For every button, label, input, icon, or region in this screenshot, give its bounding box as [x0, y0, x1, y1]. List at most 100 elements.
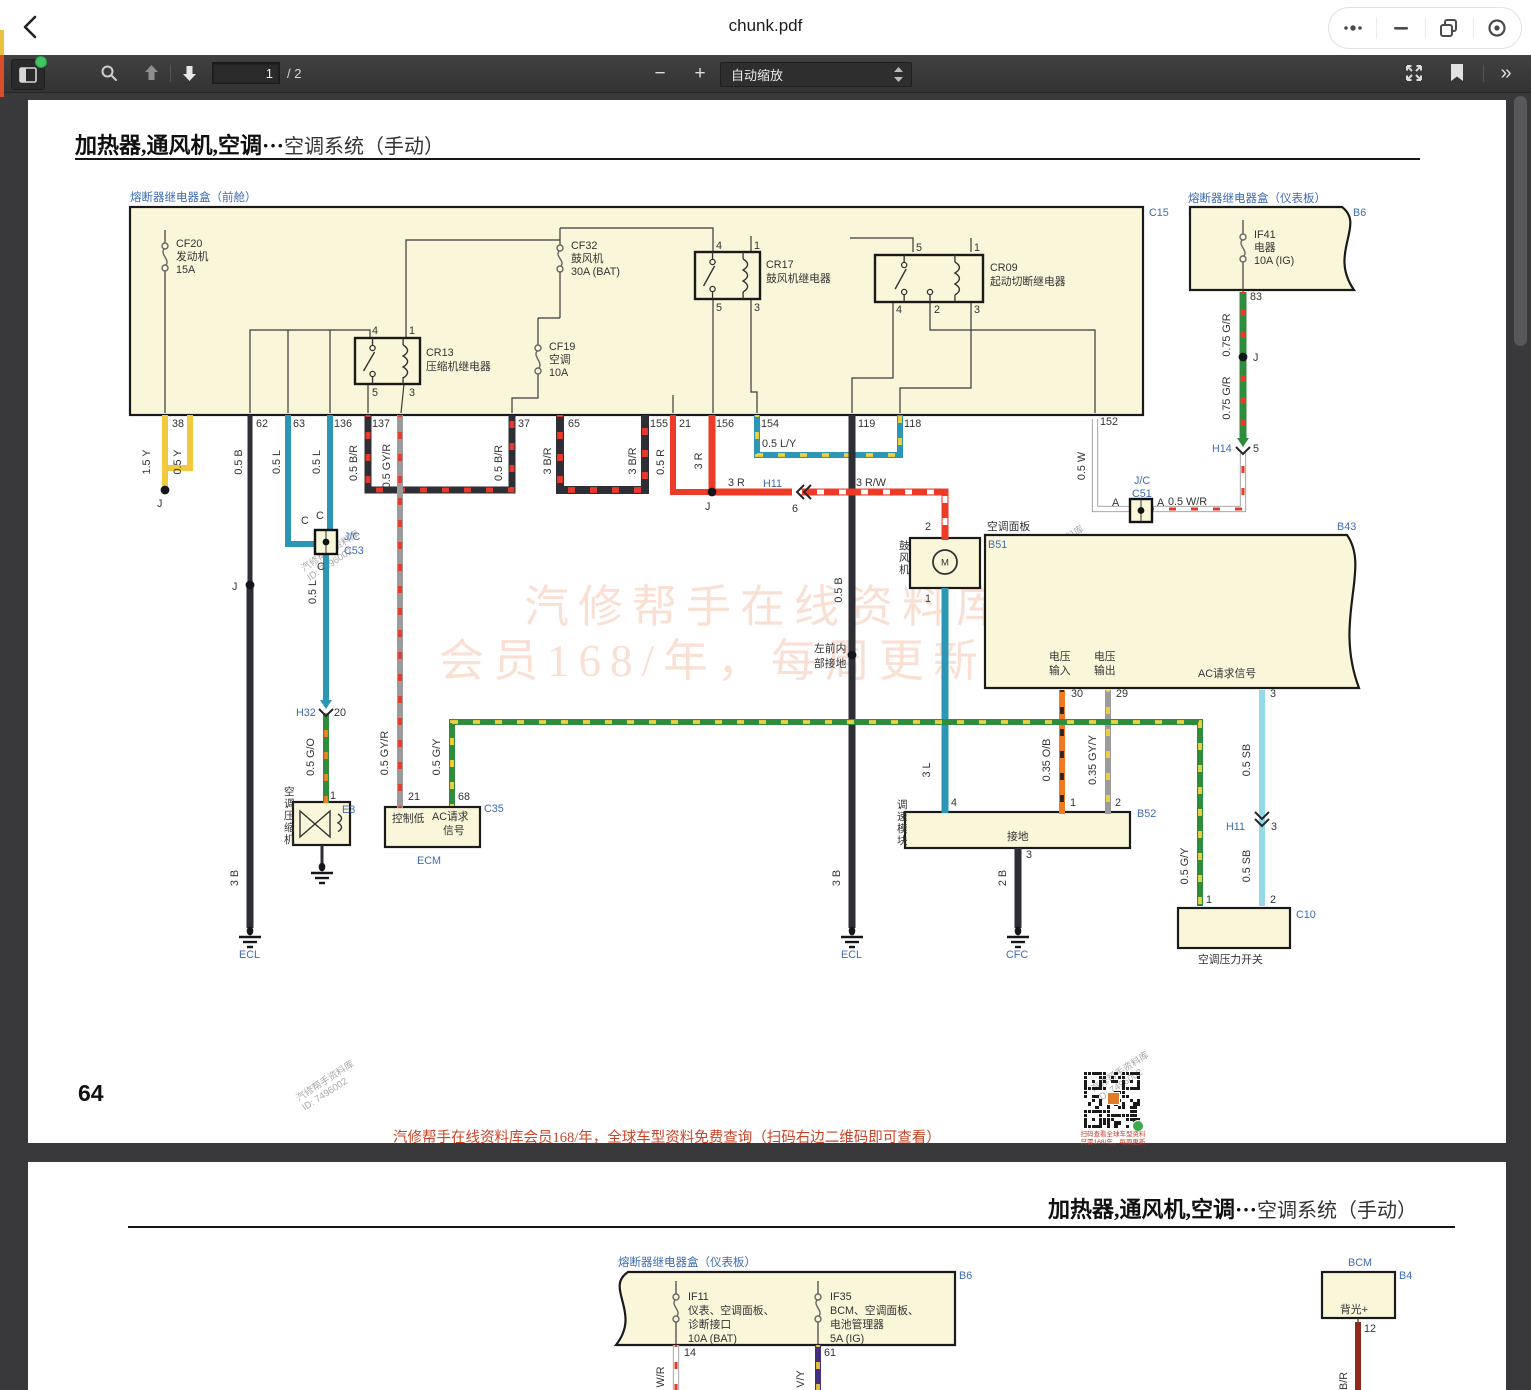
diagram-label: IF41: [1254, 229, 1276, 241]
diagram-label: 0.5 V/Y: [795, 1370, 807, 1390]
qr-module: [1106, 1125, 1110, 1129]
diagram-label: CF32: [571, 240, 597, 252]
pdf-page-1: 加热器,通风机,空调···空调系统（手动） 汽修帮手在线资料库 会员168/年，…: [28, 100, 1506, 1146]
diagram-label: 4: [716, 240, 722, 252]
zoom-mode-label: 自动缩放: [731, 68, 784, 83]
diagram-label: 10A (BAT): [688, 1333, 737, 1345]
diagram-label: 控制低: [392, 811, 425, 825]
wire: [364, 415, 516, 494]
target-icon[interactable]: [1474, 8, 1521, 48]
wire-stripe: [1152, 453, 1245, 511]
diagram-label: 0.5 L: [271, 450, 283, 474]
dash-fusebox-b6: [1188, 205, 1357, 292]
relay-symbol: [953, 261, 961, 296]
diagram-label: 3 R: [693, 452, 705, 469]
diagram-label: 电器: [1254, 241, 1276, 254]
qr-caption: 扫码查看全球车型资料: [1080, 1131, 1146, 1138]
qr-module: [1118, 1113, 1122, 1117]
qr-module: [1099, 1117, 1103, 1121]
wire: [670, 415, 710, 495]
more-tools-icon[interactable]: »: [1500, 61, 1512, 84]
diagram-label: 15A: [176, 264, 196, 276]
minimize-icon[interactable]: [1377, 8, 1424, 48]
relay-symbol: [362, 351, 376, 372]
zoom-out-button[interactable]: −: [654, 62, 666, 84]
relay-symbol: [401, 344, 409, 379]
zoom-mode-select[interactable]: 自动缩放: [720, 62, 912, 87]
qr-module: [1122, 1094, 1126, 1098]
diagram-label: BCM: [1348, 1257, 1372, 1269]
diagram-label: 137: [372, 418, 390, 430]
diagram-label: 1: [974, 242, 980, 254]
connection-line: [899, 302, 972, 413]
search-icon[interactable]: [95, 59, 123, 87]
qr-module: [1091, 1087, 1095, 1091]
sidebar-toggle-button[interactable]: [11, 56, 47, 90]
qr-module: [1137, 1117, 1141, 1121]
page-down-icon[interactable]: [175, 59, 203, 87]
sheet-title-bold: 加热器,通风机,空调···: [75, 133, 285, 158]
diagram-label: 4: [896, 304, 902, 316]
page-number-input[interactable]: [212, 62, 280, 84]
blower-motor-symbol: [932, 549, 958, 575]
front-fusebox: [128, 205, 1145, 417]
qr-caption: 只需168/年，每周更新: [1080, 1139, 1146, 1146]
qr-module: [1091, 1110, 1095, 1114]
qr-module: [1125, 1072, 1129, 1076]
diagram-label: 空调压力开关: [1198, 952, 1263, 966]
back-icon[interactable]: [16, 12, 46, 42]
diagram-label: J: [705, 501, 710, 513]
qr-module: [1122, 1075, 1126, 1079]
qr-module: [1122, 1113, 1126, 1117]
diagram-label: 0.75 G/R: [1221, 313, 1233, 356]
diagram-label: 1.5 Y: [141, 449, 153, 474]
connector-arrow: [320, 700, 332, 709]
diagram-label: 4: [372, 325, 378, 337]
diagram-label: A: [1112, 497, 1120, 509]
diagram-label: 14: [684, 1347, 696, 1359]
junction-dot: [160, 485, 170, 495]
more-icon[interactable]: [1329, 8, 1376, 48]
fuse-symbol: [535, 349, 541, 370]
diagram-label: 1: [925, 593, 931, 605]
ground-symbol: [318, 862, 326, 872]
scrollbar-thumb[interactable]: [1514, 96, 1527, 346]
qr-module: [1103, 1110, 1107, 1114]
diagram-label: 0.35 O/B: [1041, 739, 1053, 782]
diagram-label: 电池管理器: [830, 1317, 884, 1331]
junction-dot: [1238, 352, 1248, 362]
diagram-label: 29: [1116, 688, 1128, 700]
diagram-label: 空调: [549, 352, 571, 366]
diagram-label: IF11: [688, 1291, 709, 1303]
diagram-label: 电压: [1049, 650, 1071, 663]
diagram-label: BCM、空调面板、: [830, 1303, 919, 1317]
qr-module: [1095, 1094, 1099, 1098]
wire-stripe: [755, 415, 902, 457]
diagram-label: 62: [256, 418, 268, 430]
diagram-label: 熔断器继电器盒（前舱）: [130, 190, 257, 204]
zoom-in-button[interactable]: +: [694, 62, 706, 84]
diagram-label: 5: [372, 387, 378, 399]
diagram-label: 左前内: [814, 641, 846, 655]
bookmark-icon[interactable]: [1443, 59, 1471, 87]
diagram-label: 2: [925, 521, 931, 533]
qr-module: [1133, 1102, 1137, 1106]
diagram-label: H11: [1226, 821, 1245, 833]
qr-module: [1118, 1106, 1122, 1110]
diagram-label: J/C: [1134, 475, 1150, 487]
diagram-label: B6: [959, 1270, 972, 1282]
restore-icon[interactable]: [1426, 8, 1473, 48]
diagram-label: 0.5 W: [1076, 451, 1088, 480]
qr-module: [1099, 1075, 1103, 1079]
page-up-icon[interactable]: [137, 59, 165, 87]
page-count-label: / 2: [287, 66, 302, 81]
diagram-label: 136: [334, 418, 352, 430]
presentation-mode-icon[interactable]: [1400, 59, 1428, 87]
qr-module: [1099, 1102, 1103, 1106]
qr-module: [1122, 1106, 1126, 1110]
diagram-label: H11: [763, 478, 782, 490]
qr-module: [1129, 1117, 1133, 1121]
diagram-label: B51: [988, 539, 1007, 551]
qr-module: [1137, 1098, 1141, 1102]
qr-module: [1087, 1125, 1091, 1129]
